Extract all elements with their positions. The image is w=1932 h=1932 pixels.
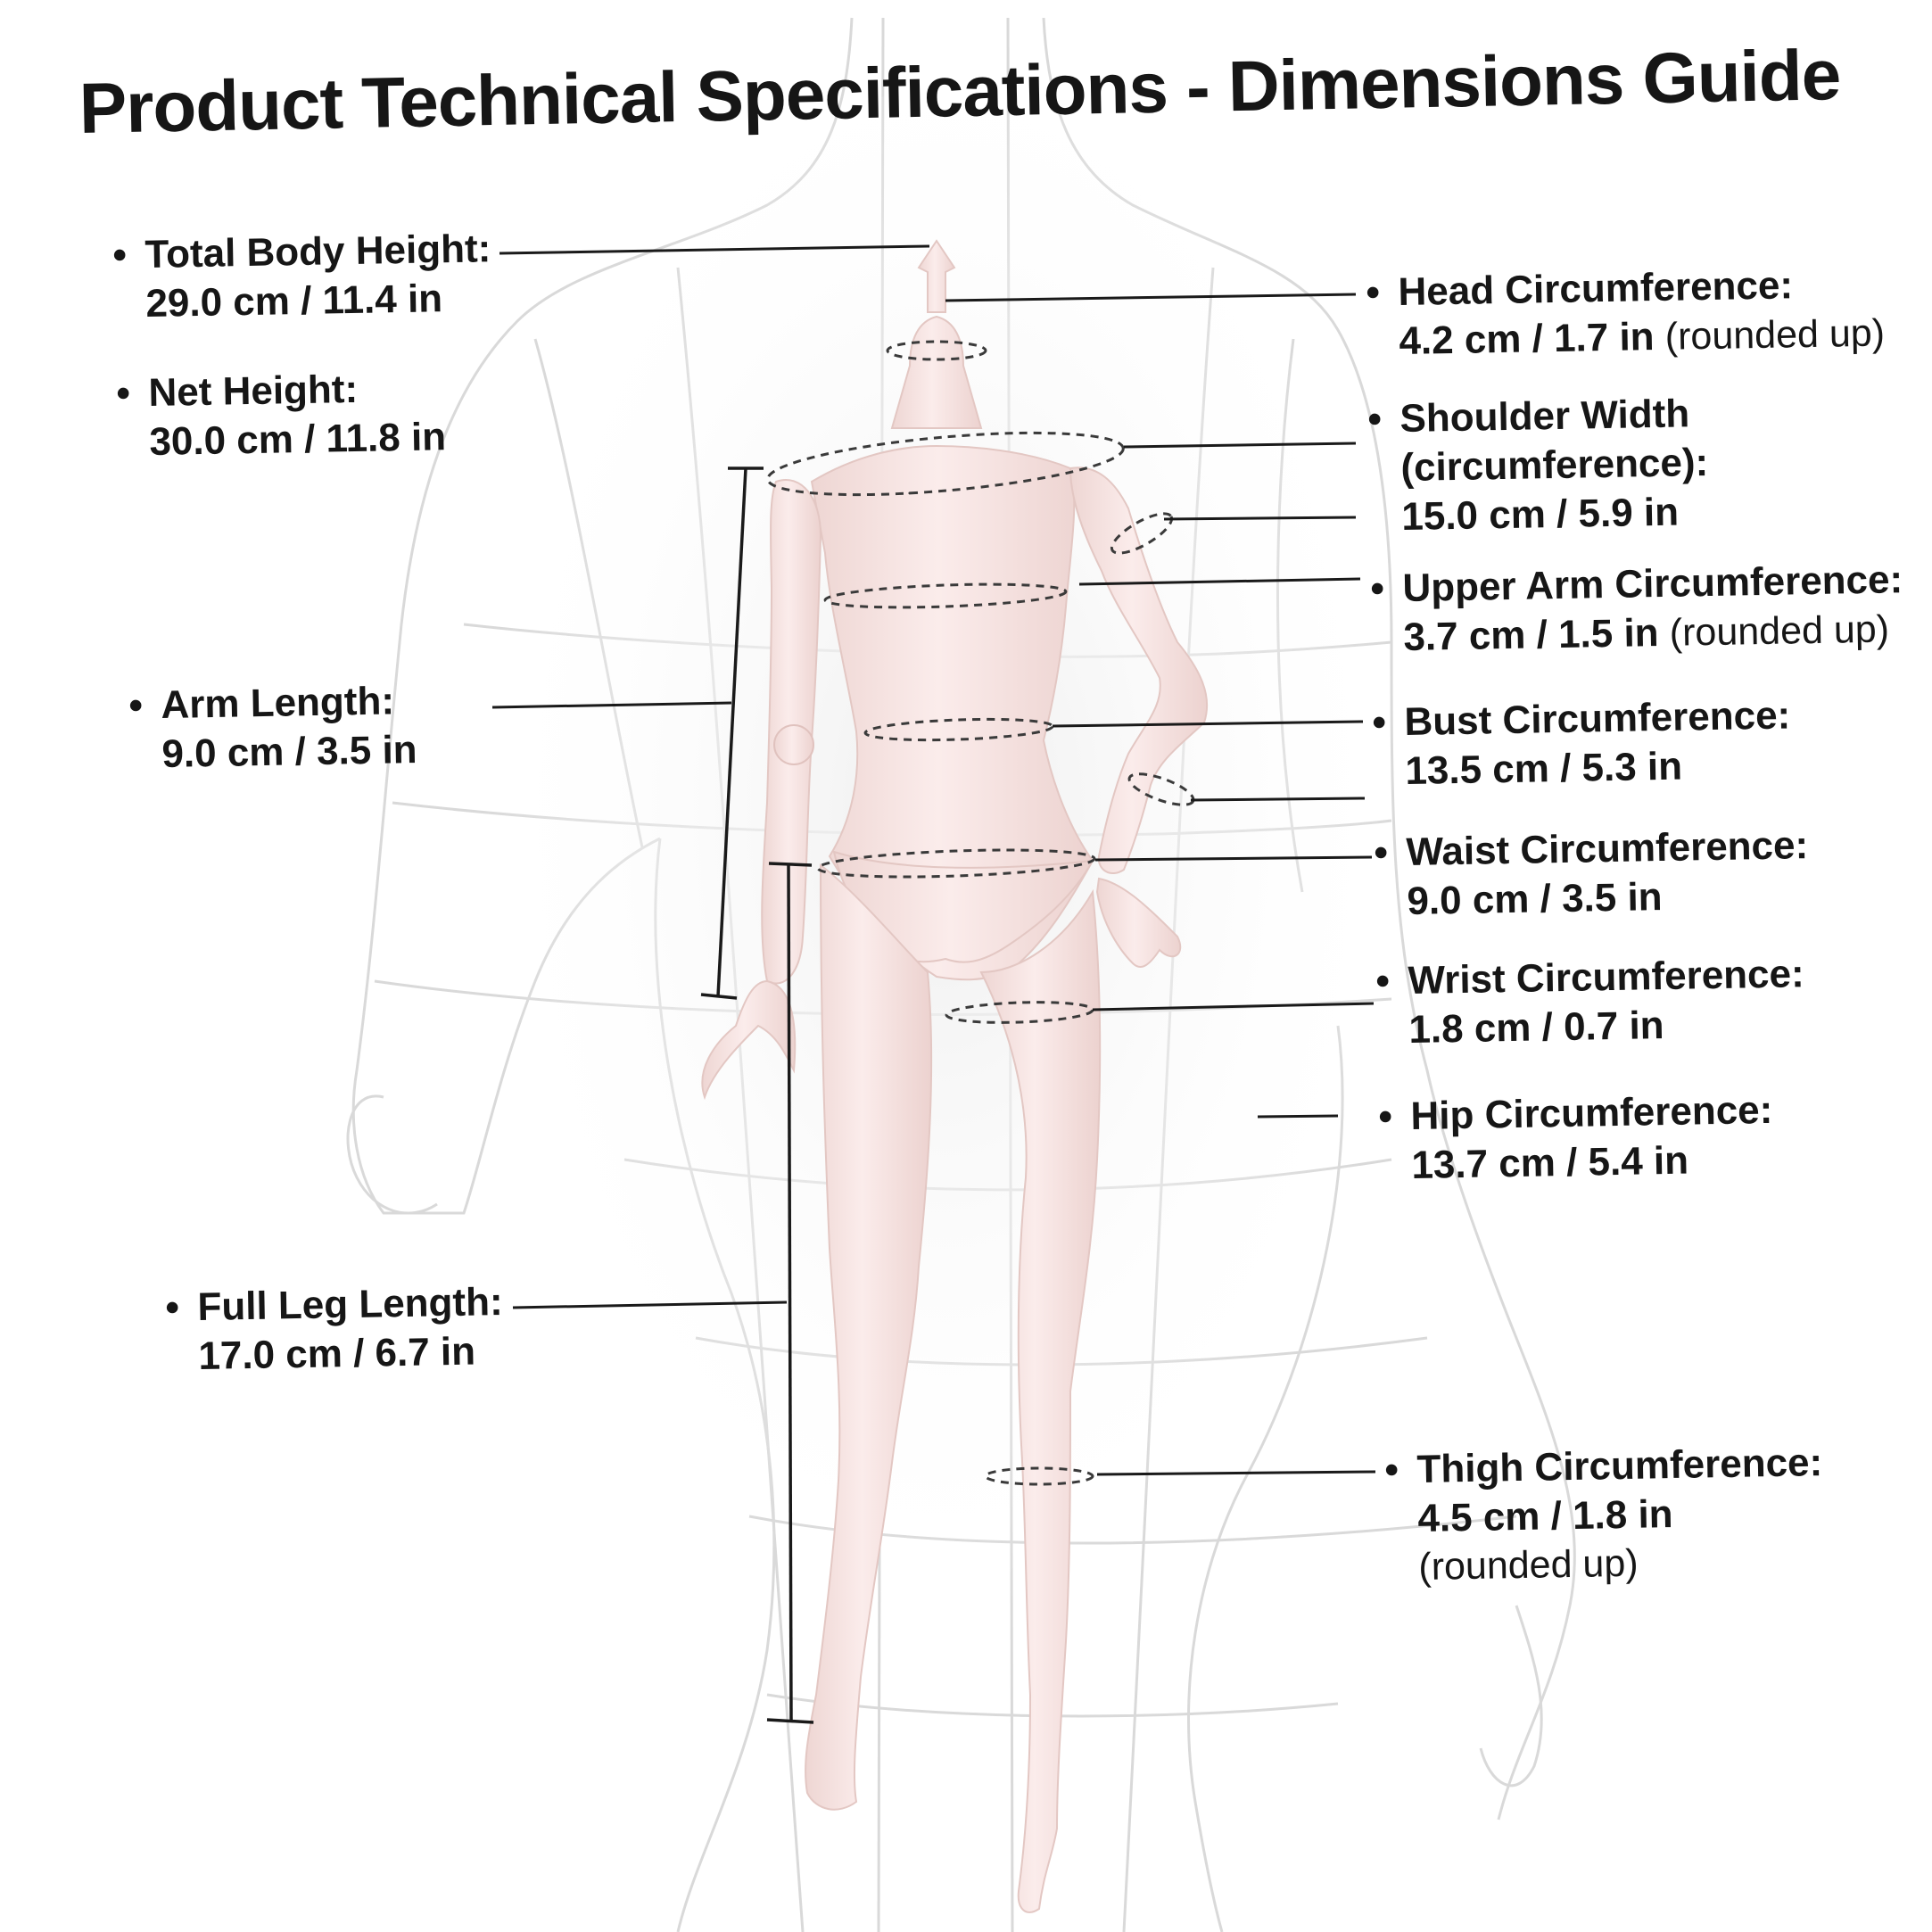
spec-label: Thigh Circumference: bbox=[1416, 1441, 1823, 1491]
leader-upper-arm bbox=[1163, 516, 1357, 521]
upper-arm-ring bbox=[1110, 512, 1174, 555]
spec-label: Waist Circumference: bbox=[1406, 823, 1809, 874]
hip-ring bbox=[816, 848, 1096, 879]
bullet-icon: • bbox=[1375, 959, 1391, 1003]
spec-value: 13.7 cm / 5.4 in bbox=[1411, 1138, 1689, 1187]
bullet-icon: • bbox=[1378, 1094, 1393, 1139]
bullet-icon: • bbox=[1372, 700, 1387, 745]
spec-value: 3.7 cm / 1.5 in bbox=[1403, 610, 1659, 659]
right-arm bbox=[1069, 466, 1209, 874]
knee-ring bbox=[984, 1466, 1094, 1486]
spec-label: Total Body Height: bbox=[144, 227, 491, 277]
neck-peg bbox=[917, 239, 956, 313]
spec-value: 29.0 cm / 11.4 in bbox=[145, 277, 443, 326]
doll-body bbox=[701, 239, 1209, 1913]
leader-total-height bbox=[499, 244, 930, 255]
spec-value: 9.0 cm / 3.5 in bbox=[1407, 874, 1663, 923]
left-forearm bbox=[701, 979, 797, 1101]
spec-label: Upper Arm Circumference: bbox=[1402, 557, 1903, 610]
leader-head bbox=[945, 293, 1357, 302]
spec-total-body-height: • Total Body Height: 29.0 cm / 11.4 in bbox=[112, 224, 492, 328]
spec-wrist-circumference: • Wrist Circumference: 1.8 cm / 0.7 in bbox=[1375, 949, 1805, 1054]
spec-label-continued: (circumference): bbox=[1400, 440, 1709, 490]
leader-thigh-lower bbox=[1096, 1470, 1376, 1476]
leader-shoulder bbox=[1123, 442, 1357, 449]
bullet-icon: • bbox=[128, 683, 144, 728]
right-hand bbox=[1095, 877, 1182, 968]
spec-label: Head Circumference: bbox=[1398, 263, 1794, 314]
bust-ring bbox=[823, 582, 1068, 609]
spec-waist-circumference: • Waist Circumference: 9.0 cm / 3.5 in bbox=[1374, 821, 1810, 926]
shoulder-ring bbox=[766, 431, 1125, 497]
spec-label: Shoulder Width bbox=[1399, 392, 1690, 441]
leader-bust bbox=[1078, 577, 1361, 586]
bullet-icon: • bbox=[112, 233, 128, 277]
right-leg bbox=[979, 888, 1102, 1913]
leader-waist bbox=[1052, 720, 1364, 728]
bullet-icon: • bbox=[165, 1285, 180, 1330]
waist-ring bbox=[863, 717, 1054, 742]
head-ring bbox=[886, 340, 987, 361]
spec-label: Bust Circumference: bbox=[1404, 693, 1791, 744]
left-leg bbox=[805, 863, 933, 1811]
bullet-icon: • bbox=[116, 371, 131, 416]
leader-leg-length bbox=[512, 1300, 788, 1309]
spec-note: (rounded up) bbox=[1417, 1541, 1639, 1589]
bullet-icon: • bbox=[1374, 830, 1389, 875]
spec-value: 13.5 cm / 5.3 in bbox=[1405, 744, 1683, 793]
bullet-icon: • bbox=[1370, 566, 1385, 611]
spec-label: Arm Length: bbox=[161, 679, 395, 727]
leader-thigh bbox=[1092, 1002, 1375, 1011]
leader-hip-extra bbox=[1257, 1114, 1339, 1119]
spec-head-circumference: • Head Circumference: 4.2 cm / 1.7 in (r… bbox=[1366, 259, 1886, 366]
measurement-rings bbox=[766, 340, 1195, 1486]
spec-label: Hip Circumference: bbox=[1410, 1087, 1773, 1138]
spec-arm-length: • Arm Length: 9.0 cm / 3.5 in bbox=[128, 676, 417, 779]
leader-arm-length bbox=[491, 701, 732, 709]
spec-value: 17.0 cm / 6.7 in bbox=[198, 1329, 476, 1378]
dimension-bars bbox=[700, 466, 814, 1724]
thigh-ring bbox=[945, 1001, 1094, 1024]
spec-bust-circumference: • Bust Circumference: 13.5 cm / 5.3 in bbox=[1372, 690, 1792, 796]
spec-hip-circumference: • Hip Circumference: 13.7 cm / 5.4 in bbox=[1378, 1086, 1774, 1190]
spec-value: 1.8 cm / 0.7 in bbox=[1408, 1003, 1664, 1052]
leader-hip bbox=[1094, 855, 1373, 862]
spec-value: 30.0 cm / 11.8 in bbox=[149, 415, 447, 464]
spec-value: 9.0 cm / 3.5 in bbox=[161, 727, 417, 776]
leader-wrist bbox=[1190, 797, 1366, 802]
spec-full-leg-length: • Full Leg Length: 17.0 cm / 6.7 in bbox=[165, 1277, 504, 1381]
spec-label: Wrist Circumference: bbox=[1408, 952, 1805, 1003]
spec-net-height: • Net Height: 30.0 cm / 11.8 in bbox=[116, 363, 447, 466]
spec-upper-arm-circumference: • Upper Arm Circumference: 3.7 cm / 1.5 … bbox=[1370, 555, 1904, 663]
neck bbox=[890, 315, 983, 429]
spec-value: 15.0 cm / 5.9 in bbox=[1400, 490, 1680, 539]
leader-lines bbox=[491, 244, 1376, 1476]
bullet-icon: • bbox=[1366, 270, 1381, 315]
bullet-icon: • bbox=[1384, 1448, 1399, 1492]
spec-thigh-circumference: • Thigh Circumference: 4.5 cm / 1.8 in (… bbox=[1384, 1438, 1825, 1592]
spec-shoulder-width: • Shoulder Width (circumference): 15.0 c… bbox=[1367, 389, 1710, 541]
spec-label: Full Leg Length: bbox=[197, 1280, 504, 1329]
spec-value: 4.5 cm / 1.8 in bbox=[1417, 1491, 1673, 1540]
spec-value: 4.2 cm / 1.7 in bbox=[1399, 314, 1655, 363]
spec-note: (rounded up) bbox=[1664, 311, 1886, 359]
bullet-icon: • bbox=[1367, 397, 1383, 442]
spec-note: (rounded up) bbox=[1669, 607, 1890, 655]
spec-label: Net Height: bbox=[148, 367, 359, 415]
